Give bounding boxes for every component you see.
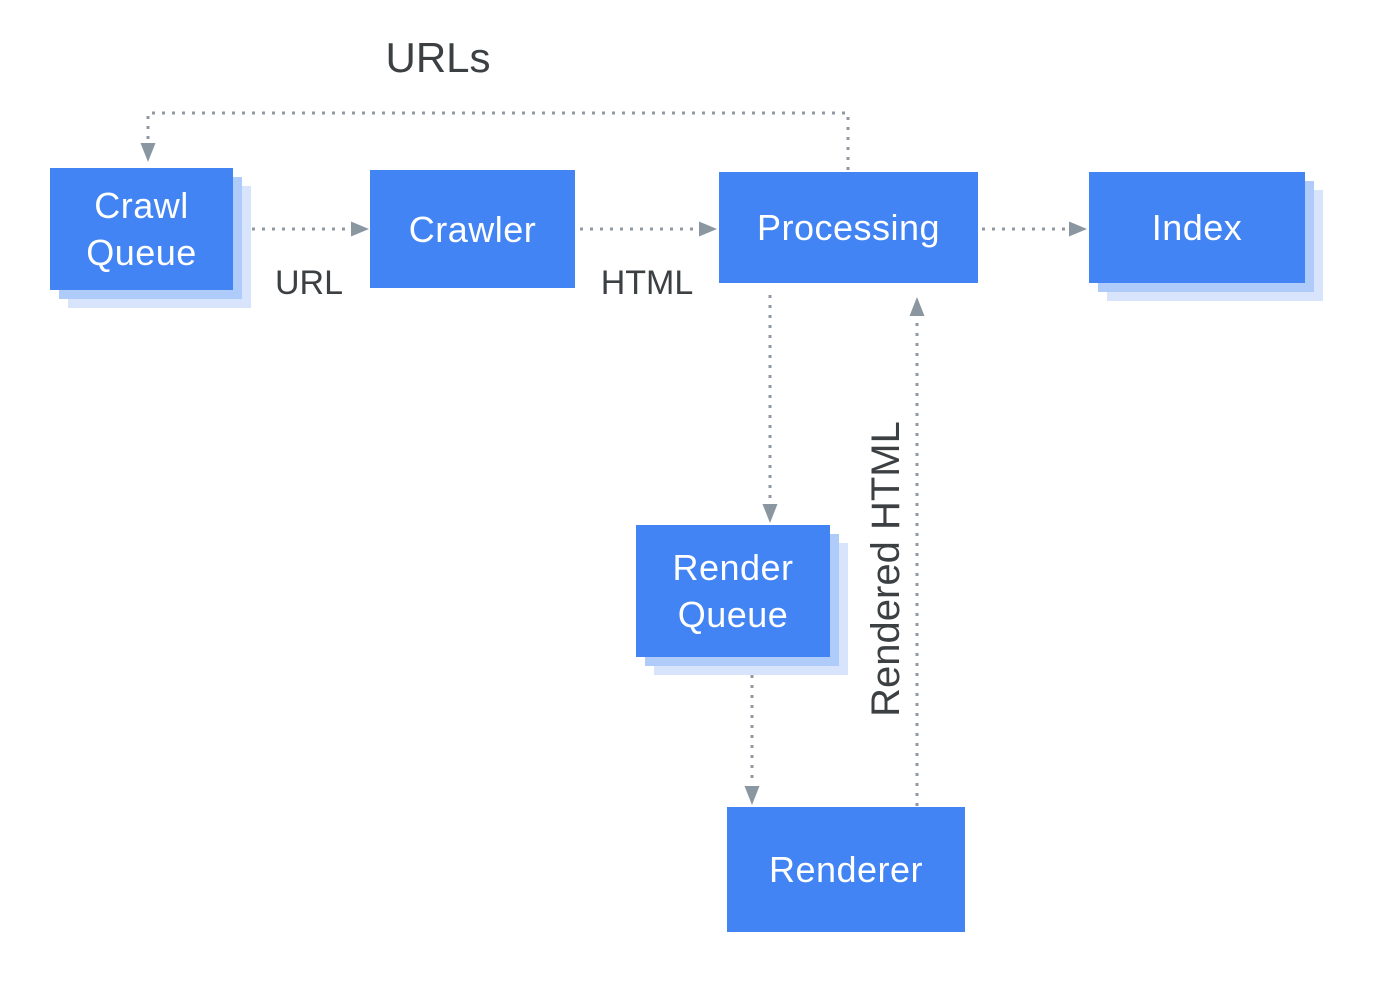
index-box: Index bbox=[1089, 172, 1305, 283]
renderer-node: Renderer bbox=[727, 807, 965, 932]
render-queue-node: Render Queue bbox=[636, 525, 848, 675]
index-node: Index bbox=[1089, 172, 1323, 301]
crawl-queue-node: Crawl Queue bbox=[50, 168, 251, 308]
edge-processing-to-crawlqueue-loop-line bbox=[146, 111, 850, 170]
arrowhead-into-crawler-icon bbox=[351, 221, 369, 237]
node-label-line: Queue bbox=[86, 232, 197, 273]
crawl-queue-box: Crawl Queue bbox=[50, 168, 233, 290]
node-label-line: Crawl bbox=[94, 185, 189, 226]
crawler-box: Crawler bbox=[370, 170, 575, 288]
html-edge-label: HTML bbox=[600, 264, 694, 302]
node-label: Processing bbox=[756, 207, 941, 248]
arrowhead-into-crawlqueue-icon bbox=[140, 143, 156, 162]
renderer-box: Renderer bbox=[727, 807, 965, 932]
node-label: Renderer bbox=[768, 849, 924, 890]
connector-arrowheads bbox=[140, 143, 1087, 805]
urls-edge-label: URLs bbox=[385, 34, 491, 81]
node-label-line: Render bbox=[672, 547, 794, 588]
arrowhead-into-processing-icon bbox=[699, 221, 717, 237]
node-label: Crawler bbox=[408, 208, 537, 250]
connector-lines bbox=[146, 111, 1066, 806]
rendered-html-edge-label: Rendered HTML bbox=[864, 421, 908, 717]
render-queue-box: Render Queue bbox=[636, 525, 830, 657]
arrowhead-into-renderer-icon bbox=[744, 786, 760, 805]
arrowhead-into-index-icon bbox=[1069, 221, 1087, 237]
processing-box: Processing bbox=[719, 172, 978, 283]
arrowhead-up-into-processing-icon bbox=[909, 297, 925, 316]
url-edge-label: URL bbox=[274, 264, 344, 302]
node-label-line: Queue bbox=[677, 594, 789, 635]
node-label: Index bbox=[1151, 207, 1243, 248]
processing-node: Processing bbox=[719, 172, 978, 283]
arrowhead-into-renderqueue-icon bbox=[762, 504, 778, 523]
crawler-node: Crawler bbox=[370, 170, 575, 288]
